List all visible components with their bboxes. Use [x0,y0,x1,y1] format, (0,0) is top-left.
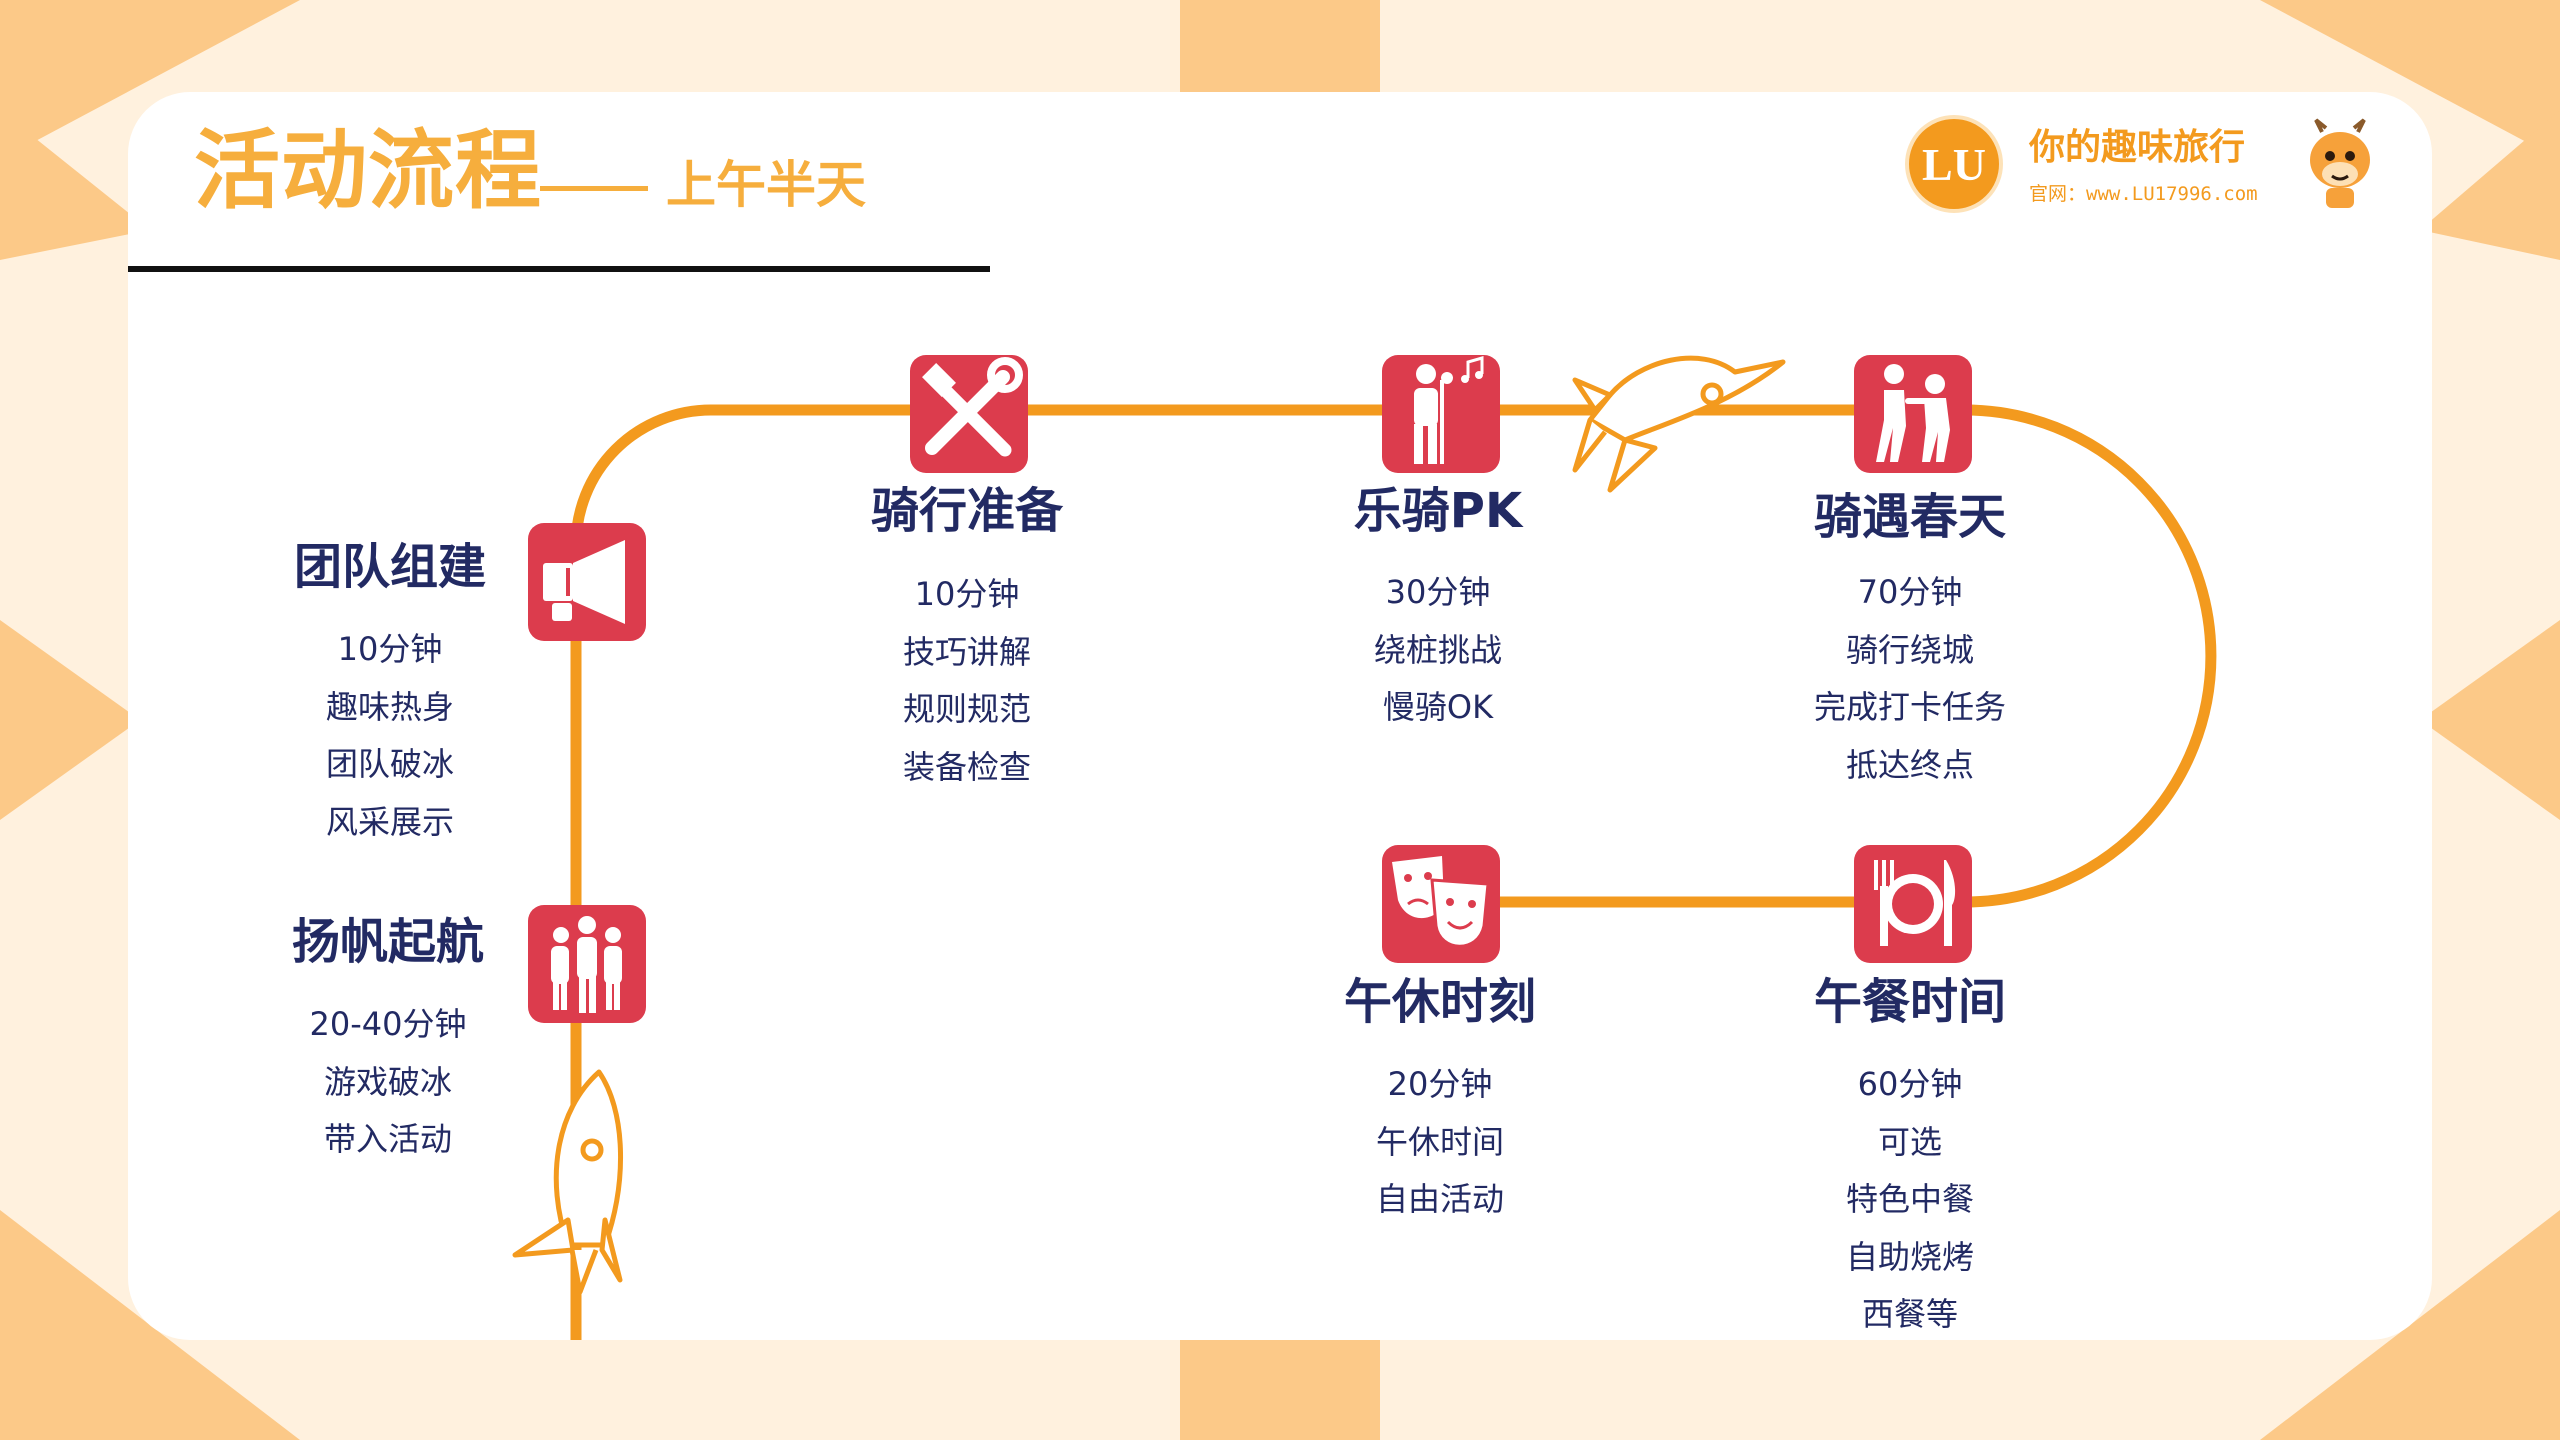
list-item: 西餐等 [1861,1295,1958,1333]
list-item: 慢骑OK [1382,688,1494,726]
step-list-set-sail: 20-40分钟 游戏破冰 带入活动 [228,996,548,1169]
step-list-nap: 20分钟 午休时间 自由活动 [1280,1056,1600,1229]
step-list-ride-prep: 10分钟 技巧讲解 规则规范 装备检查 [807,566,1127,796]
step-title-spring-ride: 骑遇春天 [1813,489,2006,545]
step-title-ride-prep: 骑行准备 [870,483,1063,539]
list-item: 60分钟 [1857,1065,1963,1103]
step-list-lunch: 60分钟 可选 特色中餐 自助烧烤 西餐等 [1750,1056,2070,1344]
list-item: 70分钟 [1857,573,1963,611]
title-underline [128,266,990,272]
step-list-team-building: 10分钟 趣味热身 团队破冰 风采展示 [230,621,550,851]
list-item: 风采展示 [325,802,454,841]
list-item: 抵达终点 [1845,745,1974,784]
list-item: 自由活动 [1375,1180,1504,1218]
deer-mascot-icon [2310,118,2370,208]
page-subtitle: 上午半天 [666,156,866,214]
list-item: 趣味热身 [325,687,454,726]
list-item: 游戏破冰 [323,1062,452,1101]
list-item: 团队破冰 [325,745,454,783]
list-item: 20分钟 [1387,1065,1493,1103]
list-item: 自助烧烤 [1845,1237,1974,1276]
list-item: 20-40分钟 [309,1005,467,1043]
list-item: 规则规范 [902,690,1031,728]
step-list-ride-pk: 30分钟 绕桩挑战 慢骑OK [1278,564,1598,737]
megaphone-icon [543,540,625,624]
rocket-icon [1572,355,1786,493]
logo-slogan: 你的趣味旅行 [2029,126,2246,168]
title-dash [540,186,648,191]
list-item: 绕桩挑战 [1373,630,1502,669]
step-list-spring-ride: 70分钟 骑行绕城 完成打卡任务 抵达终点 [1750,564,2070,794]
step-title-ride-pk: 乐骑PK [1353,483,1523,539]
plate-cutlery-icon [1874,860,1956,946]
step-title-set-sail: 扬帆起航 [291,914,484,970]
walking-pair-icon [1876,364,1950,462]
theater-masks-icon [1392,856,1490,948]
list-item: 完成打卡任务 [1813,688,2006,726]
list-item: 可选 [1877,1122,1942,1161]
list-item: 带入活动 [323,1120,452,1158]
list-item: 骑行绕城 [1845,630,1974,669]
list-item: 午休时间 [1375,1122,1504,1161]
list-item: 特色中餐 [1845,1180,1974,1218]
step-title-lunch: 午餐时间 [1813,974,2006,1030]
singer-icon [1414,356,1484,464]
logo-site: 官网：www.LU17996.com [2029,183,2258,205]
list-item: 10分钟 [914,575,1020,613]
page-title: 活动流程 [194,121,542,221]
list-item: 10分钟 [337,630,443,668]
step-title-team-building: 团队组建 [293,539,486,595]
list-item: 技巧讲解 [902,632,1031,671]
content-card [128,92,2432,1340]
rocket-icon [512,1069,623,1295]
list-item: 30分钟 [1385,573,1491,611]
tools-icon [922,357,1023,457]
team-icon [551,916,622,1013]
step-title-nap: 午休时刻 [1343,974,1536,1030]
logo-mark: LU [1905,115,2003,213]
list-item: 装备检查 [902,747,1031,786]
